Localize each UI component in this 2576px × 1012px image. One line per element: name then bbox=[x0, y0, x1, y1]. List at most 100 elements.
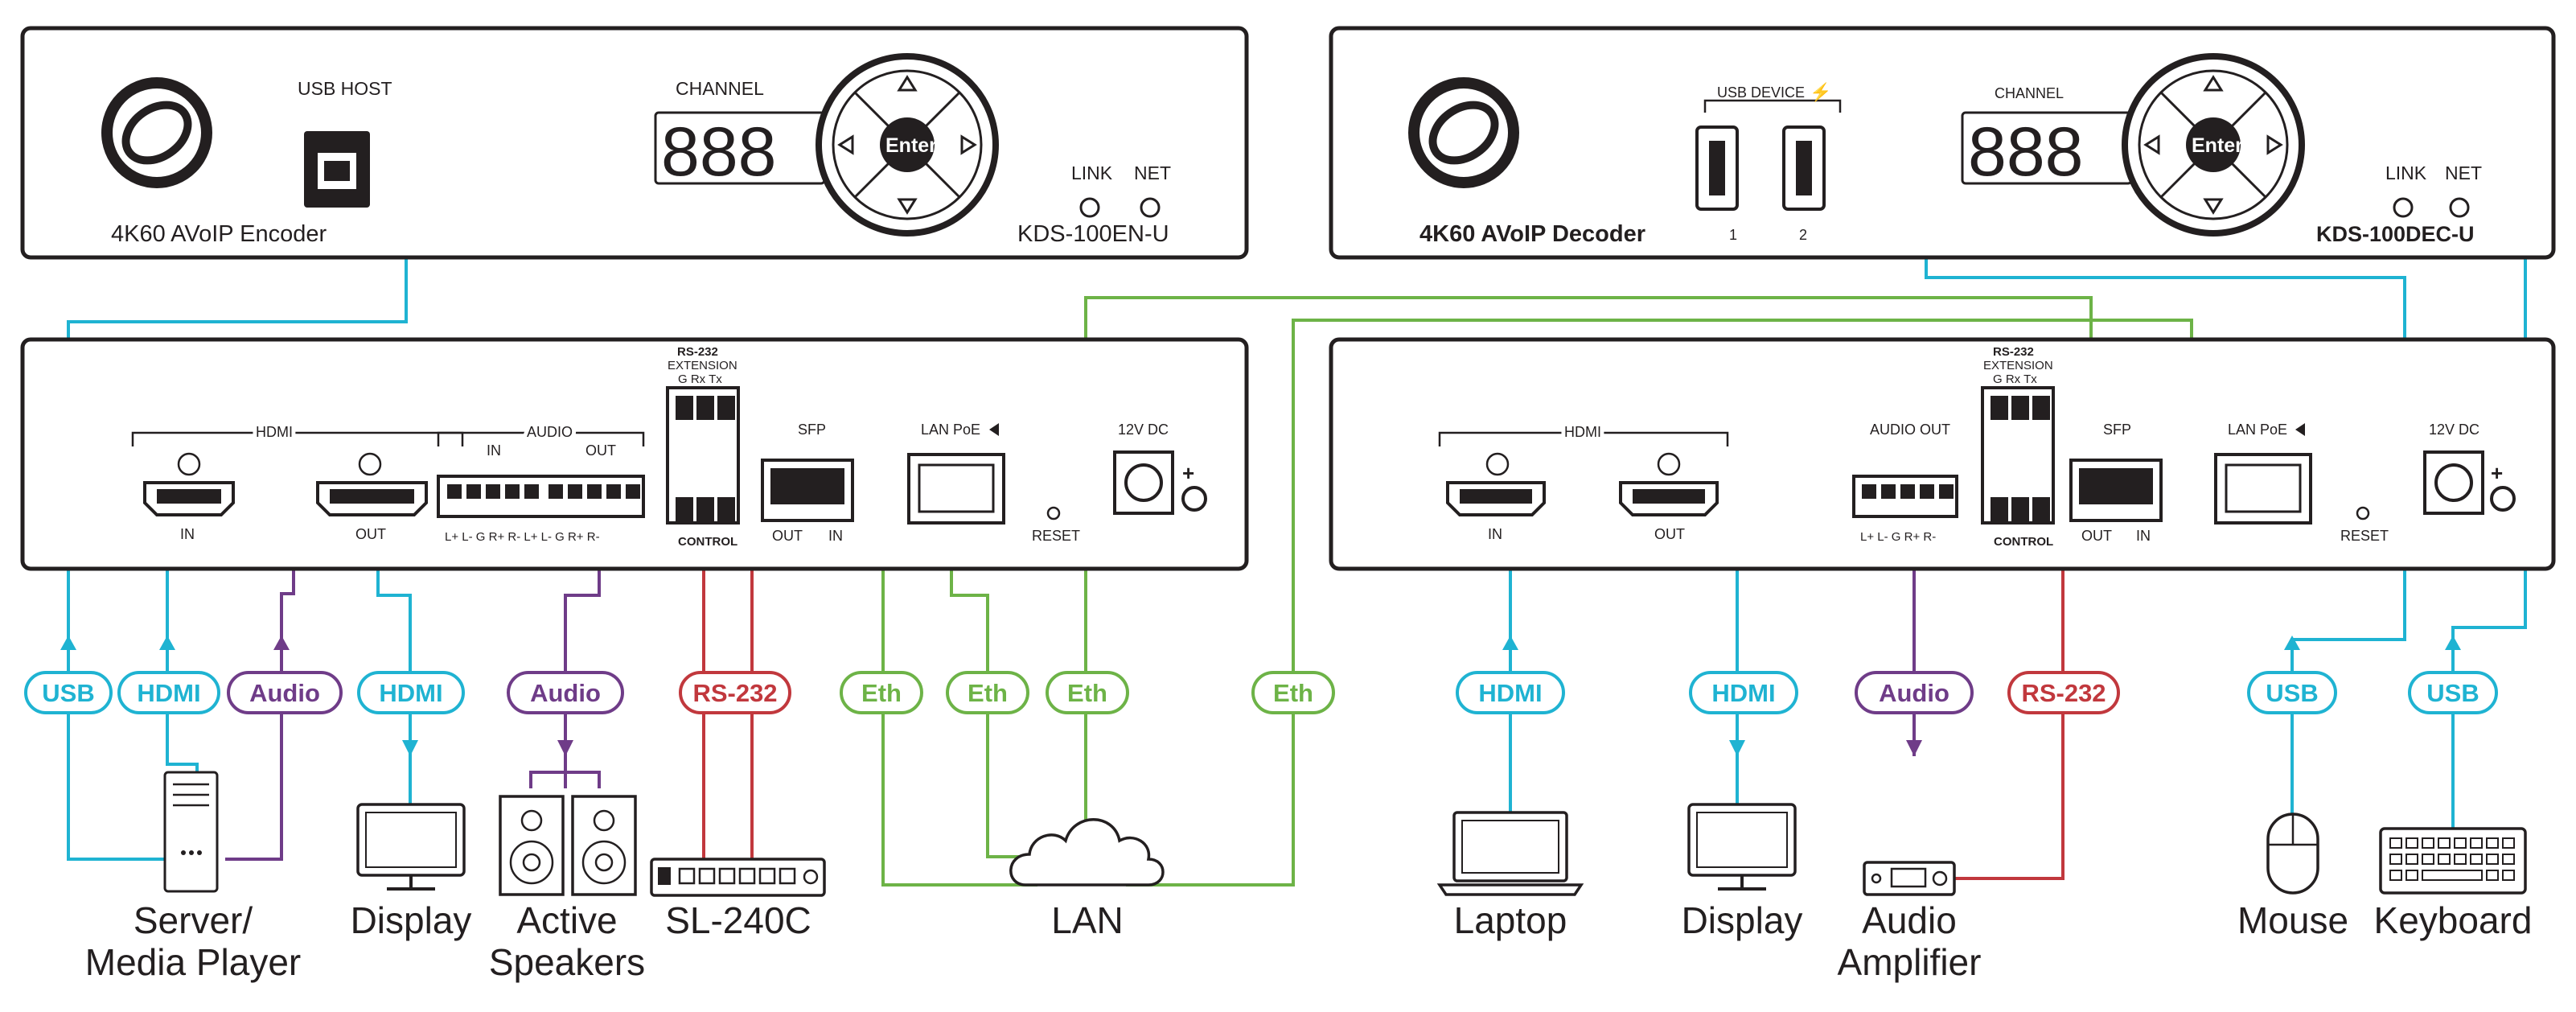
amplifier-icon bbox=[1863, 861, 1956, 896]
enter-button[interactable]: Enter bbox=[885, 134, 937, 157]
channel-label: CHANNEL bbox=[1995, 85, 2064, 101]
reset-label: RESET bbox=[2340, 528, 2389, 544]
display-icon bbox=[1687, 803, 1797, 891]
speakers-label-line2: Speakers bbox=[489, 941, 645, 983]
lan-label: LAN bbox=[1051, 899, 1123, 941]
hdmi-tag: HDMI bbox=[357, 671, 465, 714]
link-led bbox=[1079, 197, 1100, 218]
dc-power-port[interactable]: + bbox=[1113, 450, 1207, 515]
hdmi-arrow-down bbox=[402, 740, 418, 756]
channel-label: CHANNEL bbox=[676, 78, 764, 99]
hdmi-tag-label: HDMI bbox=[1711, 679, 1775, 707]
eth-tag: Eth bbox=[946, 671, 1029, 714]
enter-button[interactable]: Enter bbox=[2192, 134, 2243, 157]
sfp-label: SFP bbox=[798, 422, 826, 438]
rs232-tag: RS-232 bbox=[679, 671, 791, 714]
hdmi-tag-label: HDMI bbox=[379, 679, 442, 707]
up-arrow-icon[interactable] bbox=[897, 75, 918, 92]
left-arrow-icon[interactable] bbox=[2143, 134, 2160, 155]
speakers-icon bbox=[499, 771, 637, 896]
hdmi-in-port[interactable] bbox=[143, 452, 235, 516]
eth-tag: Eth bbox=[1046, 671, 1129, 714]
control-panel-icon bbox=[650, 858, 826, 897]
usb-device-bracket bbox=[1703, 99, 1842, 113]
down-arrow-icon[interactable] bbox=[897, 198, 918, 215]
down-arrow-icon[interactable] bbox=[2203, 198, 2224, 215]
encoder-rear-panel: HDMI IN OUT AUDIO IN OUT bbox=[20, 337, 1249, 571]
hdmi-in-port[interactable] bbox=[1446, 452, 1546, 516]
up-arrow-icon[interactable] bbox=[2203, 75, 2224, 92]
hdmi-tag-label: HDMI bbox=[137, 679, 200, 707]
sfp-out-label: OUT bbox=[2081, 528, 2112, 544]
link-label: LINK bbox=[1071, 162, 1113, 183]
channel-digits: 888 bbox=[661, 113, 777, 191]
hdmi-out-port[interactable] bbox=[316, 452, 428, 516]
net-led bbox=[1140, 197, 1161, 218]
rs232-tag-label: RS-232 bbox=[692, 679, 777, 707]
dc-label: 12V DC bbox=[1118, 422, 1169, 438]
right-arrow-icon[interactable] bbox=[960, 134, 977, 155]
eth-tag-label: Eth bbox=[968, 679, 1008, 707]
lan-port[interactable] bbox=[907, 453, 1005, 525]
usb-port-2[interactable] bbox=[1782, 125, 1826, 211]
audio-in-label: IN bbox=[487, 442, 501, 459]
extension-label: EXTENSION bbox=[668, 359, 737, 372]
rs232-terminal-block[interactable] bbox=[1981, 386, 2055, 525]
audio-terminal-block[interactable] bbox=[437, 475, 645, 518]
usb-host-label: USB HOST bbox=[298, 78, 392, 99]
navigation-pad[interactable]: Enter bbox=[2122, 53, 2305, 237]
audio-tag: Audio bbox=[507, 671, 624, 714]
audio-terminal-block[interactable] bbox=[1852, 475, 1958, 518]
sfp-port[interactable] bbox=[761, 459, 854, 522]
audio-arrow-up bbox=[273, 636, 290, 650]
usb-port-2-label: 2 bbox=[1799, 227, 1807, 243]
usb-host-port[interactable] bbox=[304, 131, 370, 208]
reset-button[interactable] bbox=[1046, 506, 1061, 520]
audio-group-label: AUDIO bbox=[527, 424, 573, 440]
reset-label: RESET bbox=[1032, 528, 1080, 544]
dc-power-port[interactable]: + bbox=[2423, 450, 2516, 515]
lan-label: LAN PoE bbox=[2228, 422, 2287, 438]
usb-tag-label: USB bbox=[2266, 679, 2318, 707]
sl240c-label: SL-240C bbox=[665, 899, 811, 941]
model-label: KDS-100EN-U bbox=[1017, 221, 1169, 247]
control-label: CONTROL bbox=[678, 535, 737, 549]
laptop-icon bbox=[1436, 811, 1584, 896]
sfp-port[interactable] bbox=[2069, 459, 2163, 522]
usb-port-1[interactable] bbox=[1695, 125, 1739, 211]
right-arrow-icon[interactable] bbox=[2266, 134, 2283, 155]
channel-display: 888 bbox=[1961, 111, 2133, 191]
lan-label: LAN PoE bbox=[921, 422, 980, 438]
rs232-tag: RS-232 bbox=[2007, 671, 2120, 714]
rs232-terminal-block[interactable] bbox=[666, 386, 740, 525]
peripherals: Server/ Media Player Display Active Spea… bbox=[85, 771, 2532, 983]
left-arrow-icon[interactable] bbox=[837, 134, 854, 155]
audio-out-label: AUDIO OUT bbox=[1870, 422, 1950, 438]
server-icon bbox=[163, 771, 219, 893]
link-label: LINK bbox=[2385, 162, 2427, 183]
amp-label-line2: Amplifier bbox=[1838, 941, 1982, 983]
audio-tag: Audio bbox=[227, 671, 343, 714]
hdmi-out-port[interactable] bbox=[1619, 452, 1719, 516]
mouse-icon bbox=[2266, 812, 2319, 895]
mouse-label: Mouse bbox=[2237, 899, 2348, 941]
usb-arrow-up bbox=[60, 636, 76, 650]
reset-button[interactable] bbox=[2356, 506, 2370, 520]
hdmi-bracket bbox=[131, 431, 464, 446]
navigation-pad[interactable]: Enter bbox=[816, 53, 999, 237]
amp-label-line1: Audio bbox=[1862, 899, 1957, 941]
net-label: NET bbox=[1134, 162, 1171, 183]
poe-arrow-icon bbox=[989, 423, 999, 436]
control-label: CONTROL bbox=[1994, 535, 2053, 549]
server-label-line2: Media Player bbox=[85, 941, 301, 983]
usb-arrow-up-3 bbox=[2445, 636, 2461, 650]
decoder-rear-panel: HDMI IN OUT AUDIO OUT L+ L- G R+ R- RS-2… bbox=[1329, 337, 2556, 571]
audio-tag-label: Audio bbox=[249, 679, 320, 707]
eth-cable-lan-encoder bbox=[950, 523, 1046, 858]
lan-port[interactable] bbox=[2214, 453, 2312, 525]
sfp-out-label: OUT bbox=[772, 528, 803, 544]
rs232-cable-amp bbox=[1954, 483, 2064, 880]
plus-icon: + bbox=[1182, 461, 1194, 485]
usb-arrow-up-2 bbox=[2284, 636, 2300, 650]
hdmi-tag: HDMI bbox=[1456, 671, 1565, 714]
